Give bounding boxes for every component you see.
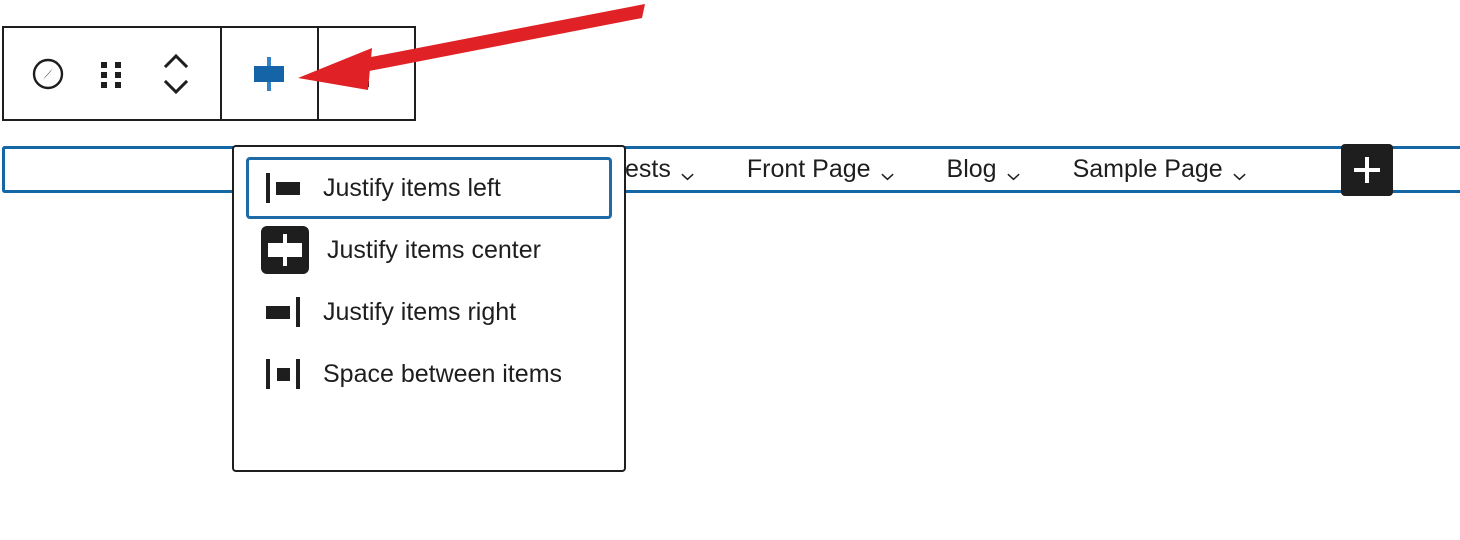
move-up-down-button[interactable] [144, 42, 208, 106]
menu-item-label: Justify items left [323, 173, 501, 202]
block-toolbar [2, 26, 416, 121]
navigation-block-type-button[interactable] [16, 42, 80, 106]
justify-right-icon [261, 290, 305, 334]
nav-item-2[interactable]: Blog [947, 155, 1021, 184]
menu-item-label: Justify items center [327, 235, 541, 264]
justification-dropdown-menu: Justify items left Justify items center … [232, 145, 626, 472]
navigation-compass-icon [31, 57, 65, 91]
justify-items-center-icon [254, 56, 285, 91]
nav-item-label: Sample Page [1072, 155, 1223, 183]
chevron-down-icon [1006, 162, 1021, 181]
menu-item-justify-left[interactable]: Justify items left [246, 157, 612, 219]
navigation-block[interactable]: ests Front Page Blog [2, 143, 1460, 196]
kebab-menu-icon [363, 60, 370, 87]
chevron-down-icon [1232, 162, 1247, 181]
drag-handle-button[interactable] [80, 42, 144, 106]
nav-item-label: ests [625, 155, 671, 183]
menu-item-justify-center[interactable]: Justify items center [246, 219, 612, 281]
nav-item-0[interactable]: ests [625, 155, 695, 184]
nav-item-1[interactable]: Front Page [747, 155, 895, 184]
drag-handle-icon [100, 61, 123, 88]
justify-left-icon [261, 166, 305, 210]
space-between-icon [261, 352, 305, 396]
menu-item-label: Space between items [323, 359, 563, 388]
menu-item-label: Justify items right [323, 297, 517, 326]
toolbar-group-more-options [316, 28, 414, 119]
chevron-down-icon [680, 162, 695, 181]
nav-item-3[interactable]: Sample Page [1073, 155, 1247, 184]
change-items-justification-button[interactable] [237, 42, 301, 106]
plus-icon [1354, 156, 1380, 183]
move-up-down-icon [161, 51, 191, 97]
add-block-button[interactable] [1341, 143, 1393, 196]
menu-item-justify-right[interactable]: Justify items right [246, 281, 612, 343]
toolbar-group-justification [219, 28, 317, 119]
justify-center-icon [261, 226, 309, 274]
chevron-down-icon [880, 162, 895, 181]
menu-item-space-between[interactable]: Space between items [246, 343, 612, 405]
toolbar-group-block-controls [4, 28, 220, 119]
more-options-button[interactable] [334, 42, 398, 106]
nav-item-label: Blog [946, 155, 997, 183]
nav-item-label: Front Page [746, 155, 871, 183]
navigation-items: ests Front Page Blog [625, 149, 1299, 190]
